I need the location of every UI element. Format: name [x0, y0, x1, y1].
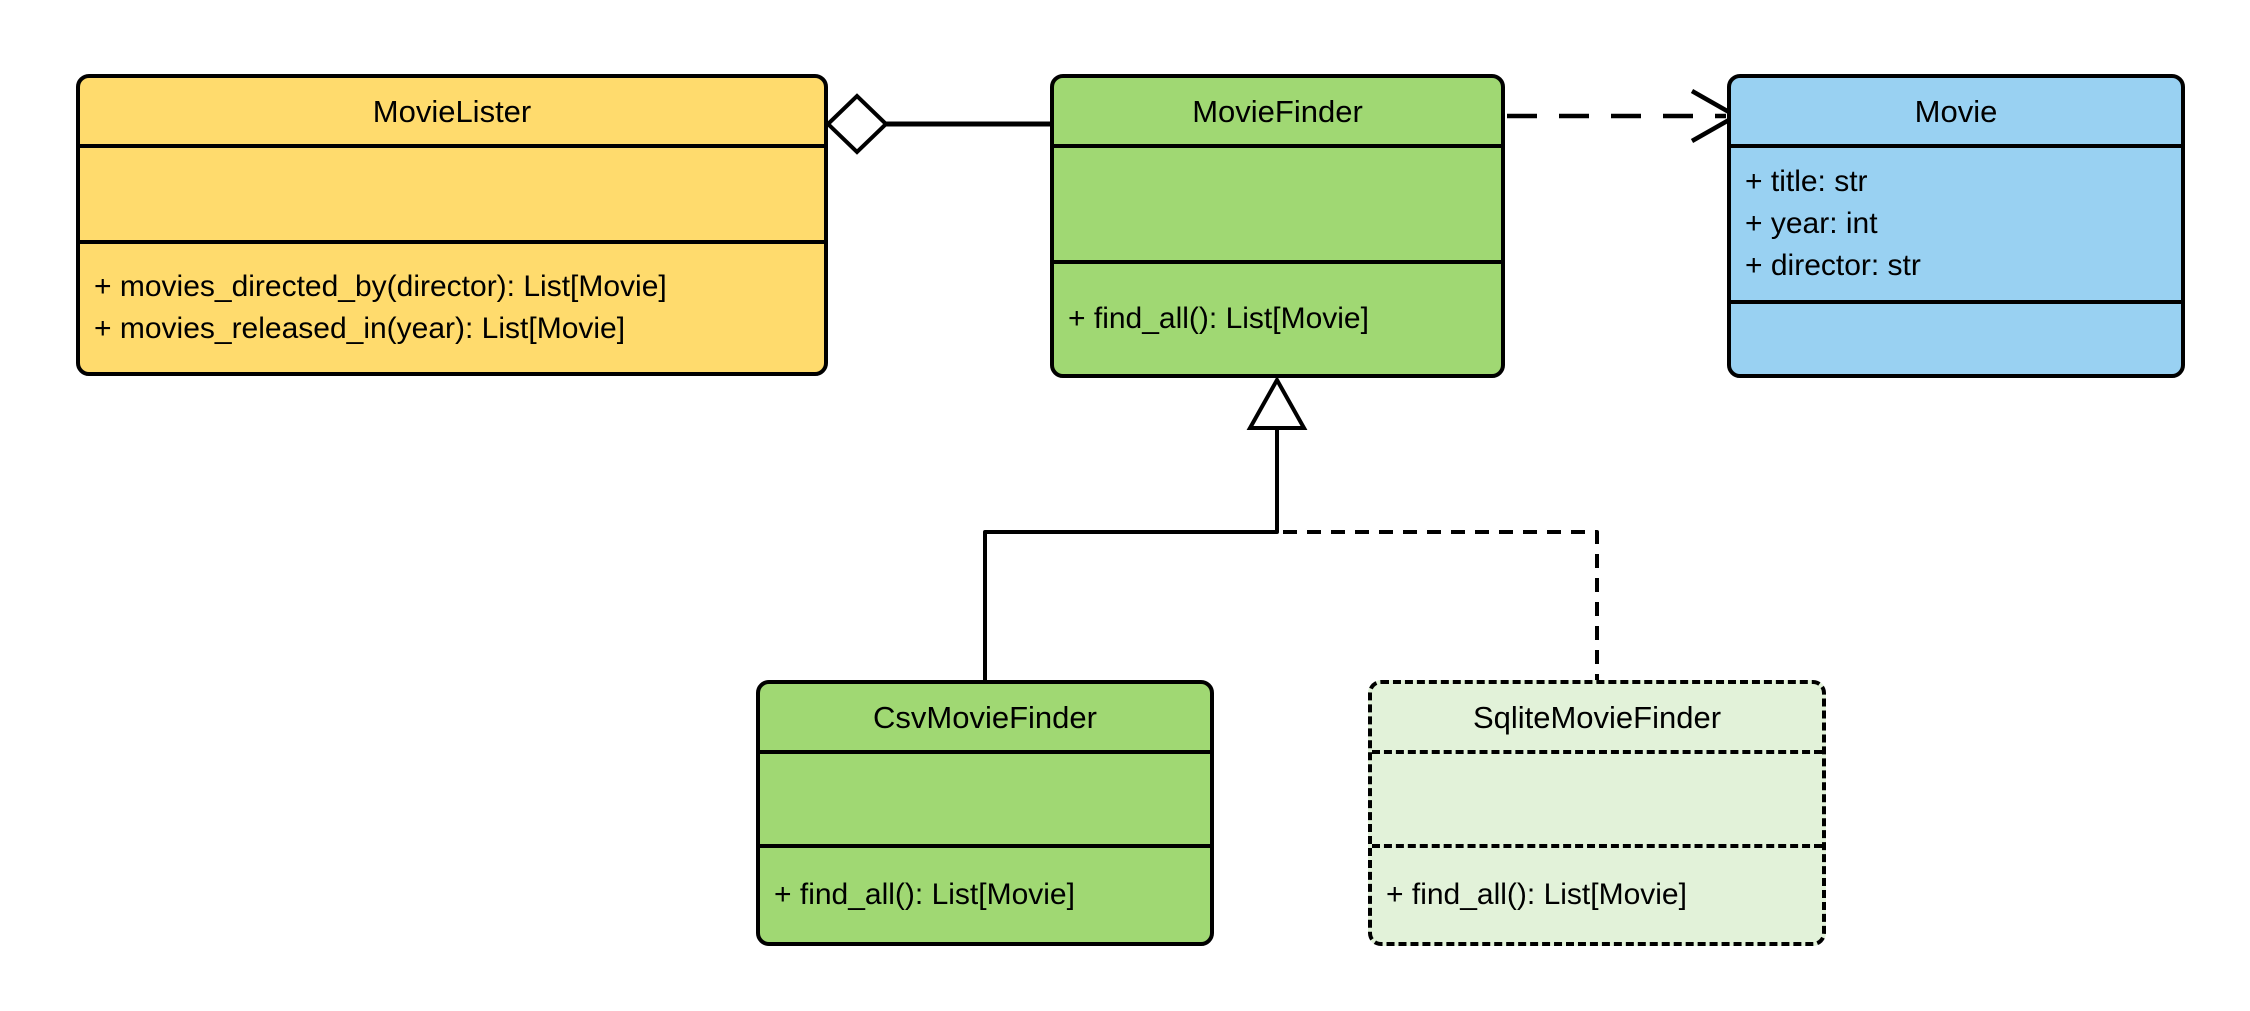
class-box-csvmoviefinder: CsvMovieFinder + find_all(): List[Movie] [756, 680, 1214, 946]
methods-compartment: + find_all(): List[Movie] [760, 848, 1210, 942]
methods-compartment [1731, 304, 2181, 374]
attribute-label: + title: str [1745, 165, 1868, 198]
class-title: MovieFinder [1054, 78, 1501, 148]
aggregation-diamond [825, 93, 889, 155]
method-label: + movies_released_in(year): List[Movie] [94, 312, 626, 345]
class-box-movie: Movie + title: str + year: int + directo… [1727, 74, 2185, 378]
inheritance-link-csv [983, 428, 1279, 682]
class-box-sqlitemoviefinder: SqliteMovieFinder + find_all(): List[Mov… [1368, 680, 1826, 946]
method-label: + find_all(): List[Movie] [1386, 878, 1687, 911]
class-title: Movie [1731, 78, 2181, 148]
attributes-compartment [760, 754, 1210, 848]
methods-compartment: + find_all(): List[Movie] [1054, 264, 1501, 374]
methods-compartment: + movies_directed_by(director): List[Mov… [80, 244, 824, 372]
class-title: SqliteMovieFinder [1372, 684, 1822, 754]
attributes-compartment: + title: str + year: int + director: str [1731, 148, 2181, 304]
attributes-compartment [1372, 754, 1822, 848]
inheritance-triangle [1246, 375, 1308, 430]
attribute-label: + director: str [1745, 249, 1921, 282]
class-box-movielister: MovieLister + movies_directed_by(directo… [76, 74, 828, 376]
class-title: MovieLister [80, 78, 824, 148]
class-box-moviefinder: MovieFinder + find_all(): List[Movie] [1050, 74, 1505, 378]
class-title: CsvMovieFinder [760, 684, 1210, 754]
methods-compartment: + find_all(): List[Movie] [1372, 848, 1822, 942]
inheritance-link-sqlite [1283, 530, 1599, 682]
method-label: + find_all(): List[Movie] [1068, 302, 1369, 335]
method-label: + find_all(): List[Movie] [774, 878, 1075, 911]
attribute-label: + year: int [1745, 207, 1878, 240]
method-label: + movies_directed_by(director): List[Mov… [94, 270, 667, 303]
attributes-compartment [1054, 148, 1501, 264]
attributes-compartment [80, 148, 824, 244]
